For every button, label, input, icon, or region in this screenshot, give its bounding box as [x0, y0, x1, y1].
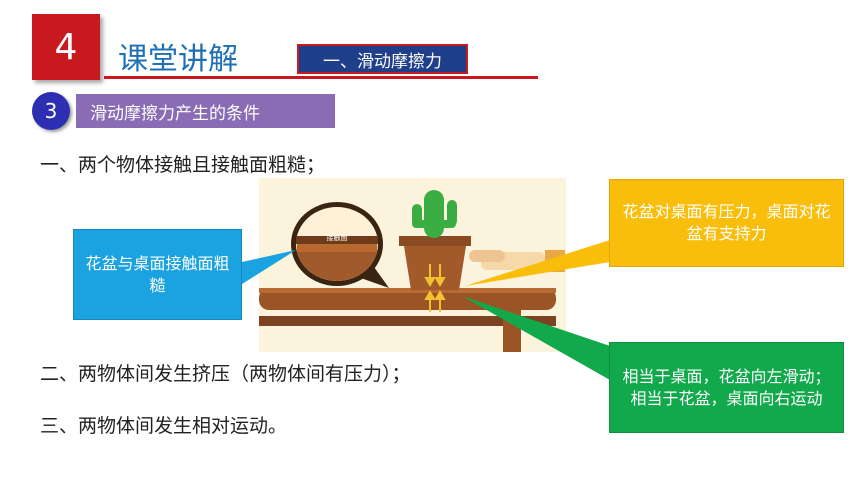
title-underline	[104, 76, 538, 79]
pressure-text: 花盆对桌面有压力，桌面对花盆有支持力	[622, 202, 831, 243]
condition-2: 二、两物体间发生挤压（两物体间有压力）；	[40, 363, 411, 385]
blue-callout-pointer	[242, 250, 296, 284]
contact-surface-callout: 花盆与桌面接触面粗糙	[73, 229, 242, 320]
pressure-callout: 花盆对桌面有压力，桌面对花盆有支持力	[609, 179, 844, 267]
section-number-badge: 4	[32, 14, 100, 80]
relative-motion-text: 相当于桌面，花盆向左滑动；相当于花盆，桌面向右运动	[622, 366, 831, 408]
topic-tag: 一、滑动摩擦力	[297, 44, 468, 74]
subsection-title: 滑动摩擦力产生的条件	[76, 94, 335, 128]
cactus-icon	[412, 190, 457, 238]
page-title: 课堂讲解	[118, 42, 238, 77]
contact-surface-text: 花盆与桌面接触面粗糙	[85, 253, 230, 295]
yellow-callout-pointer	[465, 240, 610, 286]
green-callout-pointer	[462, 296, 610, 380]
condition-1: 一、两个物体接触且接触面粗糙；	[40, 154, 326, 176]
magnifier-bubble: 接触面	[291, 202, 389, 288]
subsection-number-badge: 3	[32, 92, 70, 130]
relative-motion-callout: 相当于桌面，花盆向左滑动；相当于花盆，桌面向右运动	[609, 342, 844, 433]
condition-3: 三、两物体间发生相对运动。	[40, 415, 288, 437]
magnifier-label: 接触面	[327, 233, 348, 242]
force-arrows	[424, 264, 446, 312]
flower-pot	[399, 236, 471, 290]
